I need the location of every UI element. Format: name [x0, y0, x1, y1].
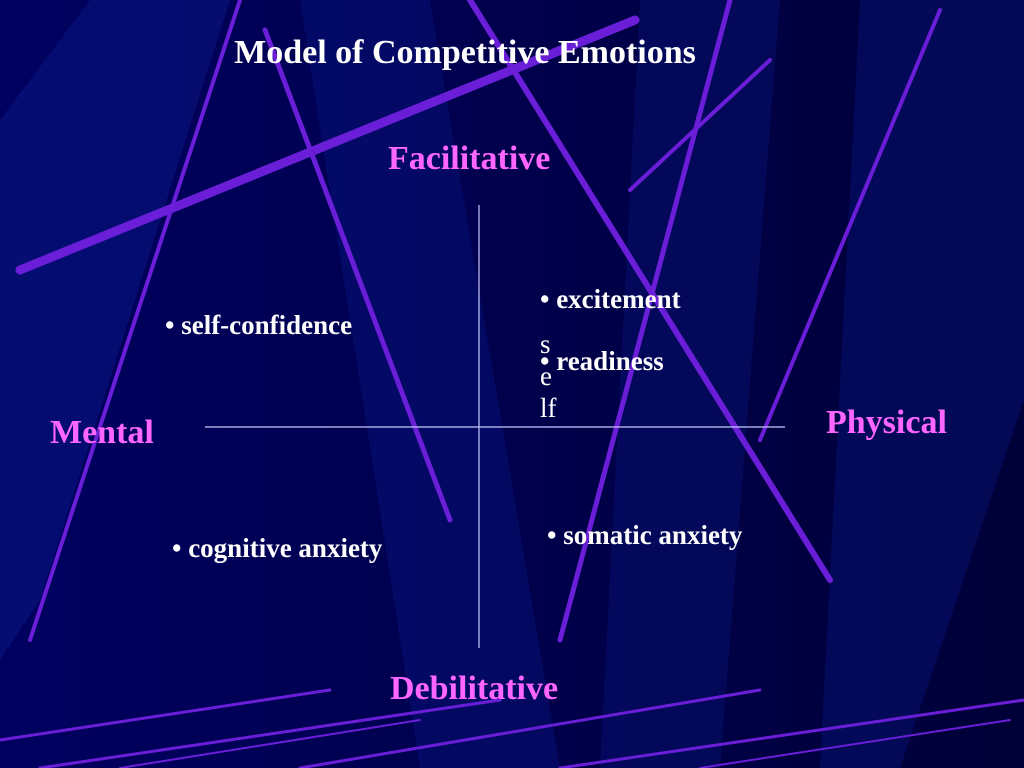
quadrant-item-self-confidence: • self-confidence [165, 310, 353, 340]
page-title: Model of Competitive Emotions [234, 34, 696, 71]
quadrant-item-excitement: • excitement [540, 284, 681, 314]
quadrant-item-readiness: • readiness [540, 346, 664, 376]
axis-label-top: Facilitative [388, 140, 551, 177]
quadrant-item-cognitive-anxiety: • cognitive anxiety [172, 533, 383, 563]
axis-label-bottom: Debilitative [390, 670, 559, 707]
vertical-overlay-text: self [540, 329, 557, 423]
quadrant-item-somatic-anxiety: • somatic anxiety [547, 520, 743, 550]
axis-label-left: Mental [50, 414, 154, 451]
axis-label-right: Physical [826, 404, 947, 441]
